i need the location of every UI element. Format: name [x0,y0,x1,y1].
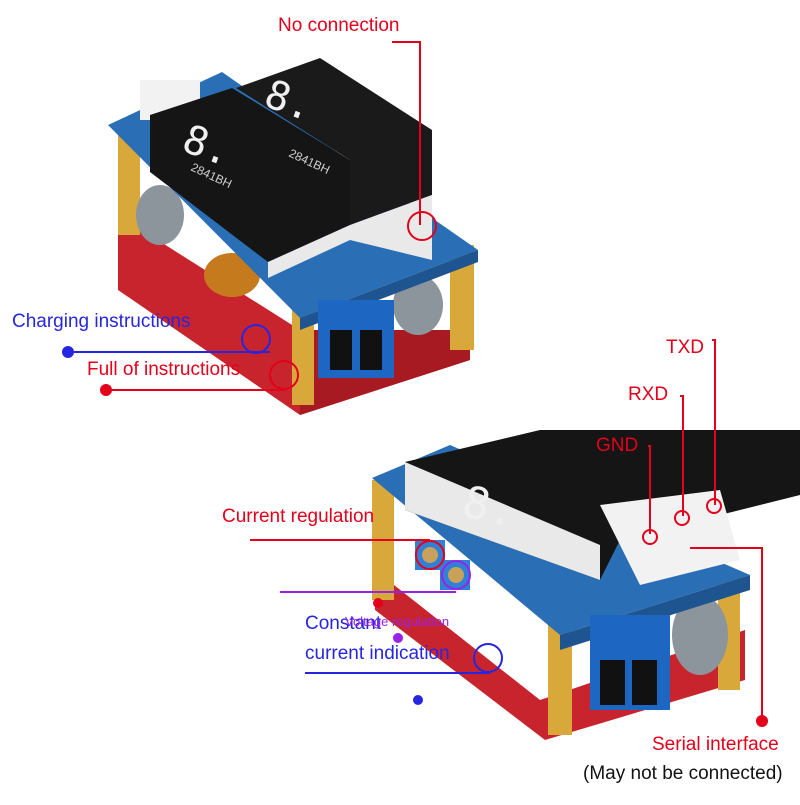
label-may-not-be-connected: (May not be connected) [583,763,783,784]
label-rxd: RXD [628,384,669,405]
dot-full [100,384,112,396]
bottom-standoff-right [718,575,740,690]
top-standoff-left [118,130,140,235]
leader-rxd [680,395,684,516]
marker-no-connection [407,211,437,241]
leader-no-connection [392,41,421,225]
dot-serial-interface [756,715,768,727]
marker-txd [706,498,722,514]
dot-current-regulation [373,598,383,608]
marker-rxd [674,510,690,526]
label-charging-instructions: Charging instructions [12,311,191,332]
dot-voltage-regulation [393,633,403,643]
marker-charging [241,324,271,354]
dot-constant-current [413,695,423,705]
bottom-display-digits: 8. [457,476,521,538]
marker-current-regulation [415,540,445,570]
marker-constant-current [473,643,503,673]
top-inductor [204,253,260,297]
label-serial-interface: Serial interface [652,734,779,755]
label-no-connection: No connection [278,15,400,36]
label-voltage-regulation: Voltage regulation [345,614,450,629]
bottom-connector [600,490,740,585]
marker-voltage-regulation [441,560,471,590]
bottom-module: 8. [372,430,800,740]
marker-full [269,360,299,390]
top-terminal-block [318,300,394,378]
leader-gnd [648,445,651,534]
leader-txd [712,339,716,505]
top-module: 8. 8. 2841BH 2841BH [108,58,478,415]
top-capacitor [136,185,184,245]
label-current-regulation: Current regulation [222,506,375,527]
leader-serial-interface [690,547,763,720]
label-constant: Constant [305,613,382,634]
dot-charging [62,346,74,358]
marker-gnd [642,529,658,545]
label-full-of-instructions: Full of instructions [87,359,241,380]
label-current-indication: current indication [305,643,450,664]
label-txd: TXD [666,337,704,358]
top-display-2 [236,58,432,225]
annotations [62,41,768,727]
label-gnd: GND [596,435,639,456]
top-display-1 [150,88,350,262]
bottom-capacitor [672,595,728,675]
